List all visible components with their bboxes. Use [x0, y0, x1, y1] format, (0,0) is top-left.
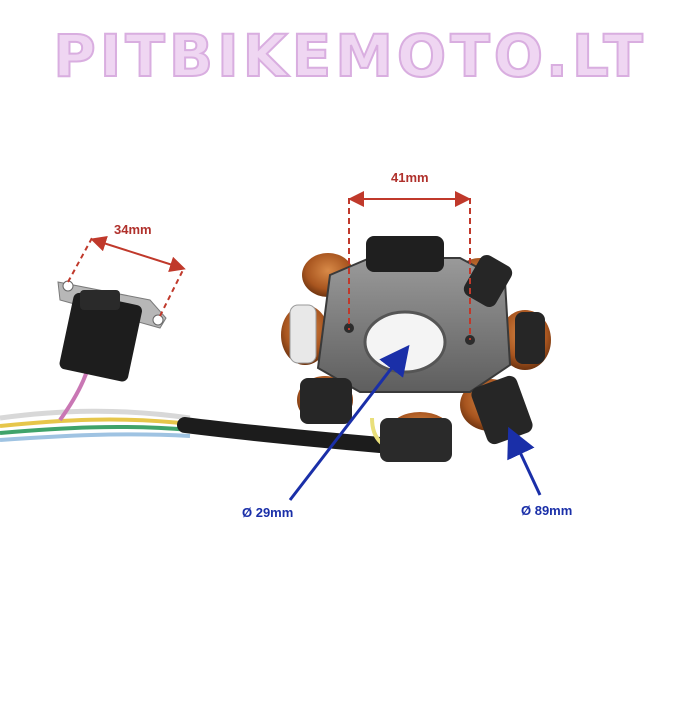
pickup-coil [57, 280, 167, 382]
inner-diameter-arrow [288, 344, 410, 501]
stator-assembly [281, 236, 551, 462]
outer-diameter-label: Ø 89mm [521, 503, 573, 518]
watermark-logo: PITBIKEMOTO.LT [52, 21, 647, 91]
bolt-spacing-label: 41mm [391, 170, 429, 185]
wire-harness [0, 329, 401, 453]
outer-diameter-arrow [507, 426, 542, 496]
dimension-34mm [67, 236, 186, 317]
inner-diameter-label: Ø 29mm [242, 505, 294, 520]
pole-caps [289, 236, 545, 462]
pickup-width-label: 34mm [114, 222, 152, 237]
dimension-41mm [348, 191, 471, 340]
